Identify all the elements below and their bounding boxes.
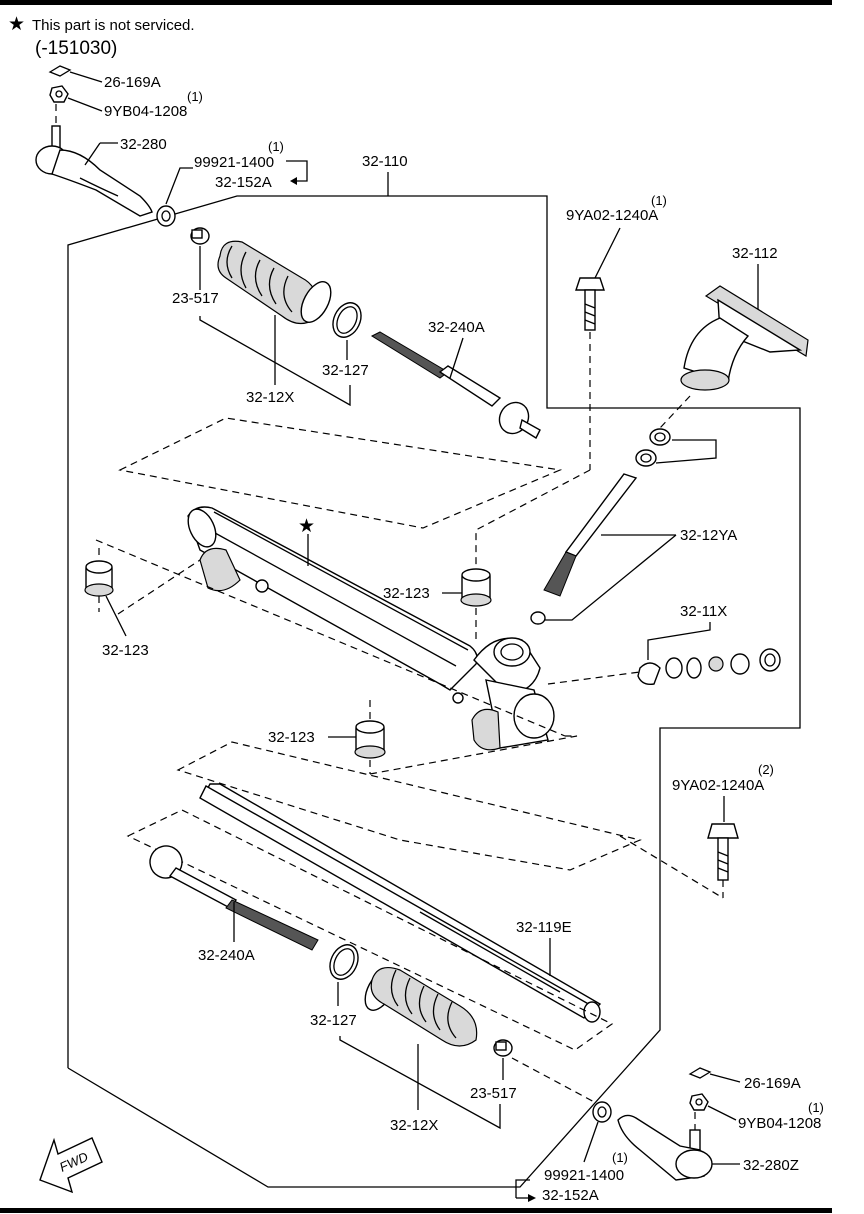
boot-lower-icon [364, 967, 478, 1047]
bottom-border [0, 1208, 832, 1213]
label-clip-bottom: 26-169A [744, 1075, 801, 1092]
rack-bar-icon [199, 783, 602, 1023]
star-symbol: ★ [8, 14, 25, 35]
rack-lower-dash [176, 741, 642, 871]
assembly-boundary [67, 195, 801, 1188]
label-bolt-lower-qty: (2) [758, 762, 774, 777]
label-clip-top: 26-169A [104, 74, 161, 91]
clip-top-icon [48, 65, 72, 77]
mount-center-icon [460, 568, 492, 607]
band-lower-icon [329, 944, 359, 980]
bush-bottom-icon [592, 1101, 612, 1123]
boot-cover-icon [680, 285, 809, 391]
label-bolt-lower: 9YA02-1240A [672, 777, 764, 794]
label-band-lower: 32-127 [310, 1012, 357, 1029]
label-bolt-top-qty: (1) [651, 193, 667, 208]
band-upper-icon [332, 302, 362, 338]
label-mount-center: 32-123 [383, 585, 430, 602]
label-bush-top-qty: (1) [268, 139, 284, 154]
mount-left-icon [84, 560, 114, 597]
label-clamp-upper: 23-517 [172, 290, 219, 307]
boot-upper-icon [217, 240, 332, 325]
label-boot-set-upper: 32-12X [246, 389, 294, 406]
label-tie-rod-lower: 32-240A [198, 947, 255, 964]
label-nut-bottom: 9YB04-1208 [738, 1115, 821, 1132]
label-tie-rod-end-left: 32-280 [120, 136, 167, 153]
label-band-upper: 32-127 [322, 362, 369, 379]
label-tie-rod-upper: 32-240A [428, 319, 485, 336]
seal-kit-icon [637, 648, 781, 686]
label-bush-bottom-alt: 32-152A [542, 1187, 599, 1204]
pinion-shaft-icon [530, 473, 638, 625]
label-mount-lower: 32-123 [268, 729, 315, 746]
bolt-top-icon [575, 277, 605, 470]
not-serviced-note: This part is not serviced. [32, 17, 195, 34]
label-mount-left: 32-123 [102, 642, 149, 659]
label-boot-upper-cover: 32-112 [732, 245, 778, 262]
clamp-lower-icon [493, 1039, 513, 1057]
label-nut-bottom-qty: (1) [808, 1100, 824, 1115]
star-marker-housing: ★ [298, 516, 315, 537]
label-clamp-lower: 23-517 [470, 1085, 517, 1102]
label-seal-kit: 32-11X [680, 603, 727, 620]
label-boot-set-lower: 32-12X [390, 1117, 438, 1134]
label-bolt-top: 9YA02-1240A [566, 207, 658, 224]
tie-rod-end-left-icon [35, 104, 153, 217]
nut-top-icon [49, 85, 69, 103]
bush-top-icon [156, 205, 176, 227]
mount-lower-icon [354, 720, 386, 759]
tie-rod-lower-icon [149, 845, 319, 951]
bolt-lower-icon [707, 823, 739, 898]
label-bush-bottom-code: 99921-1400 [544, 1167, 624, 1184]
date-code: (-151030) [35, 38, 117, 59]
clamp-upper-icon [190, 227, 210, 245]
label-nut-top: 9YB04-1208 [104, 103, 187, 120]
label-bush-top-alt: 32-152A [215, 174, 272, 191]
tie-rod-upper-icon [370, 331, 541, 440]
clip-bottom-icon [688, 1067, 712, 1079]
gear-housing-icon [187, 506, 555, 751]
fwd-arrow-icon: FWD [39, 1137, 103, 1194]
label-rack: 32-119E [516, 919, 572, 936]
label-nut-top-qty: (1) [187, 89, 203, 104]
label-tie-rod-end-right: 32-280Z [743, 1157, 799, 1174]
tie-rod-end-right-icon [617, 1112, 713, 1181]
label-pinion-set: 32-12YA [680, 527, 737, 544]
label-gear-assembly: 32-110 [362, 153, 408, 170]
top-border [0, 0, 832, 5]
rack-upper-dash [118, 417, 563, 529]
label-bush-top-code: 99921-1400 [194, 154, 274, 171]
label-bush-bottom-qty: (1) [612, 1150, 628, 1165]
pinion-seal-icon [635, 428, 671, 467]
lower-group-dash [126, 809, 614, 1051]
nut-bottom-icon [689, 1093, 709, 1111]
